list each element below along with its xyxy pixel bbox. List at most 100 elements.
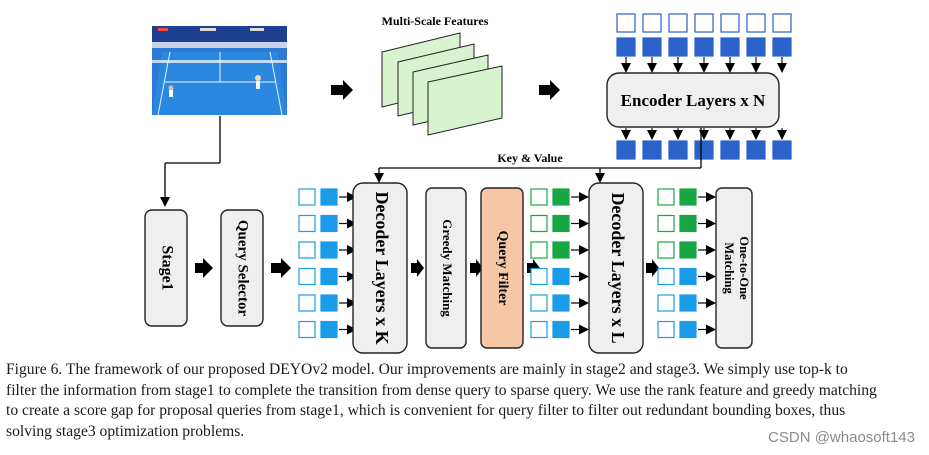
key-value-connector [374, 167, 701, 183]
query-hollow-token [530, 294, 548, 312]
query-hollow-token [530, 188, 548, 206]
image-to-stage1-connector [160, 116, 221, 207]
query-tokens-output [657, 188, 716, 339]
query-filled-token [679, 188, 697, 206]
query-hollow-token [530, 320, 548, 339]
query-hollow-token [298, 294, 316, 312]
query-hollow-token [657, 267, 675, 286]
caption-line: filter the information from stage1 to co… [6, 381, 877, 399]
query-hollow-token [298, 241, 316, 259]
arrow-to-query-selector [195, 258, 213, 278]
query-filter-box [480, 187, 524, 349]
encoder-output-token [616, 140, 636, 160]
encoder-hollow-token [668, 13, 688, 33]
one-to-one-text: One-to-One Matching [722, 236, 751, 300]
query-filled-token [679, 320, 697, 339]
encoder-filled-token [668, 37, 688, 57]
query-hollow-token [657, 214, 675, 233]
query-hollow-token [530, 267, 548, 286]
encoder-box [606, 72, 780, 128]
decoder-k-box [352, 182, 408, 354]
encoder-filled-token [694, 37, 714, 57]
query-filled-token [320, 294, 338, 312]
query-filled-token [552, 188, 570, 206]
arrow-to-greedy [411, 259, 424, 277]
query-hollow-token [657, 241, 675, 259]
encoder-output-tokens [616, 128, 792, 168]
query-filled-token [320, 188, 338, 206]
caption-line: solving stage3 optimization problems. [6, 422, 245, 440]
greedy-matching-box [425, 187, 467, 349]
arrow-to-output-queries [646, 259, 659, 277]
stage1-box [144, 209, 188, 327]
query-hollow-token [298, 188, 316, 206]
encoder-output-token [642, 140, 662, 160]
svg-text:One-to-One: One-to-One [737, 236, 751, 300]
query-hollow-token [657, 320, 675, 339]
query-filled-token [552, 214, 570, 233]
encoder-hollow-token [720, 13, 740, 33]
query-filled-token [320, 267, 338, 286]
query-filled-token [552, 241, 570, 259]
encoder-hollow-token [746, 13, 766, 33]
encoder-label: Encoder Layers x N [621, 91, 766, 110]
query-hollow-token [657, 188, 675, 206]
query-filled-token [552, 320, 570, 339]
encoder-output-token [668, 140, 688, 160]
encoder-filled-token [720, 37, 740, 57]
multi-scale-label: Multi-Scale Features [382, 14, 489, 28]
figure-caption: Figure 6. The framework of our proposed … [6, 360, 922, 442]
input-image [152, 26, 287, 116]
one-to-one-box [715, 187, 753, 349]
encoder-output-token [694, 140, 714, 160]
query-hollow-token [298, 267, 316, 286]
query-selector-box [220, 209, 264, 327]
encoder-filled-token [642, 37, 662, 57]
query-hollow-token [657, 294, 675, 312]
query-filled-token [679, 294, 697, 312]
query-selector-label: Query Selector [235, 220, 251, 317]
caption-line: to create a score gap for proposal queri… [6, 402, 846, 419]
encoder-hollow-token [694, 13, 714, 33]
encoder-input-tokens [616, 13, 792, 73]
feature-maps [381, 32, 503, 136]
encoder-output-token [720, 140, 740, 160]
stage1-label: Stage1 [158, 245, 175, 290]
key-value-label: Key & Value [497, 151, 563, 165]
framework-diagram: Multi-Scale Features Encoder Layers x N … [144, 13, 792, 354]
encoder-output-token [746, 140, 766, 160]
query-hollow-token [298, 214, 316, 233]
query-filled-token [320, 320, 338, 339]
query-hollow-token [530, 214, 548, 233]
query-filled-token [552, 267, 570, 286]
query-tokens-filtered [530, 188, 589, 339]
greedy-matching-label: Greedy Matching [440, 219, 455, 317]
encoder-filled-token [616, 37, 636, 57]
encoder-hollow-token [616, 13, 636, 33]
encoder-hollow-token [642, 13, 662, 33]
encoder-output-token [772, 140, 792, 160]
query-filled-token [679, 214, 697, 233]
query-filled-token [679, 241, 697, 259]
arrow-to-query-filter [470, 259, 483, 277]
query-hollow-token [530, 241, 548, 259]
arrow-to-queries [271, 258, 291, 278]
query-filled-token [320, 214, 338, 233]
decoder-l-box [588, 182, 644, 354]
query-filled-token [679, 267, 697, 286]
query-filled-token [320, 241, 338, 259]
decoder-l-label: Decoder Layers x L [608, 192, 628, 343]
svg-text:Matching: Matching [722, 242, 736, 294]
arrow-to-features [331, 80, 353, 100]
query-tokens-stage2 [298, 188, 357, 339]
query-filter-label: Query Filter [495, 230, 510, 305]
encoder-hollow-token [772, 13, 792, 33]
query-filled-token [552, 294, 570, 312]
arrow-to-encoder [539, 80, 560, 100]
decoder-k-label: Decoder Layers x K [372, 191, 392, 344]
caption-line: Figure 6. The framework of our proposed … [6, 361, 848, 378]
watermark: CSDN @whaosoft143 [768, 429, 915, 446]
encoder-filled-token [772, 37, 792, 57]
encoder-filled-token [746, 37, 766, 57]
query-hollow-token [298, 320, 316, 339]
